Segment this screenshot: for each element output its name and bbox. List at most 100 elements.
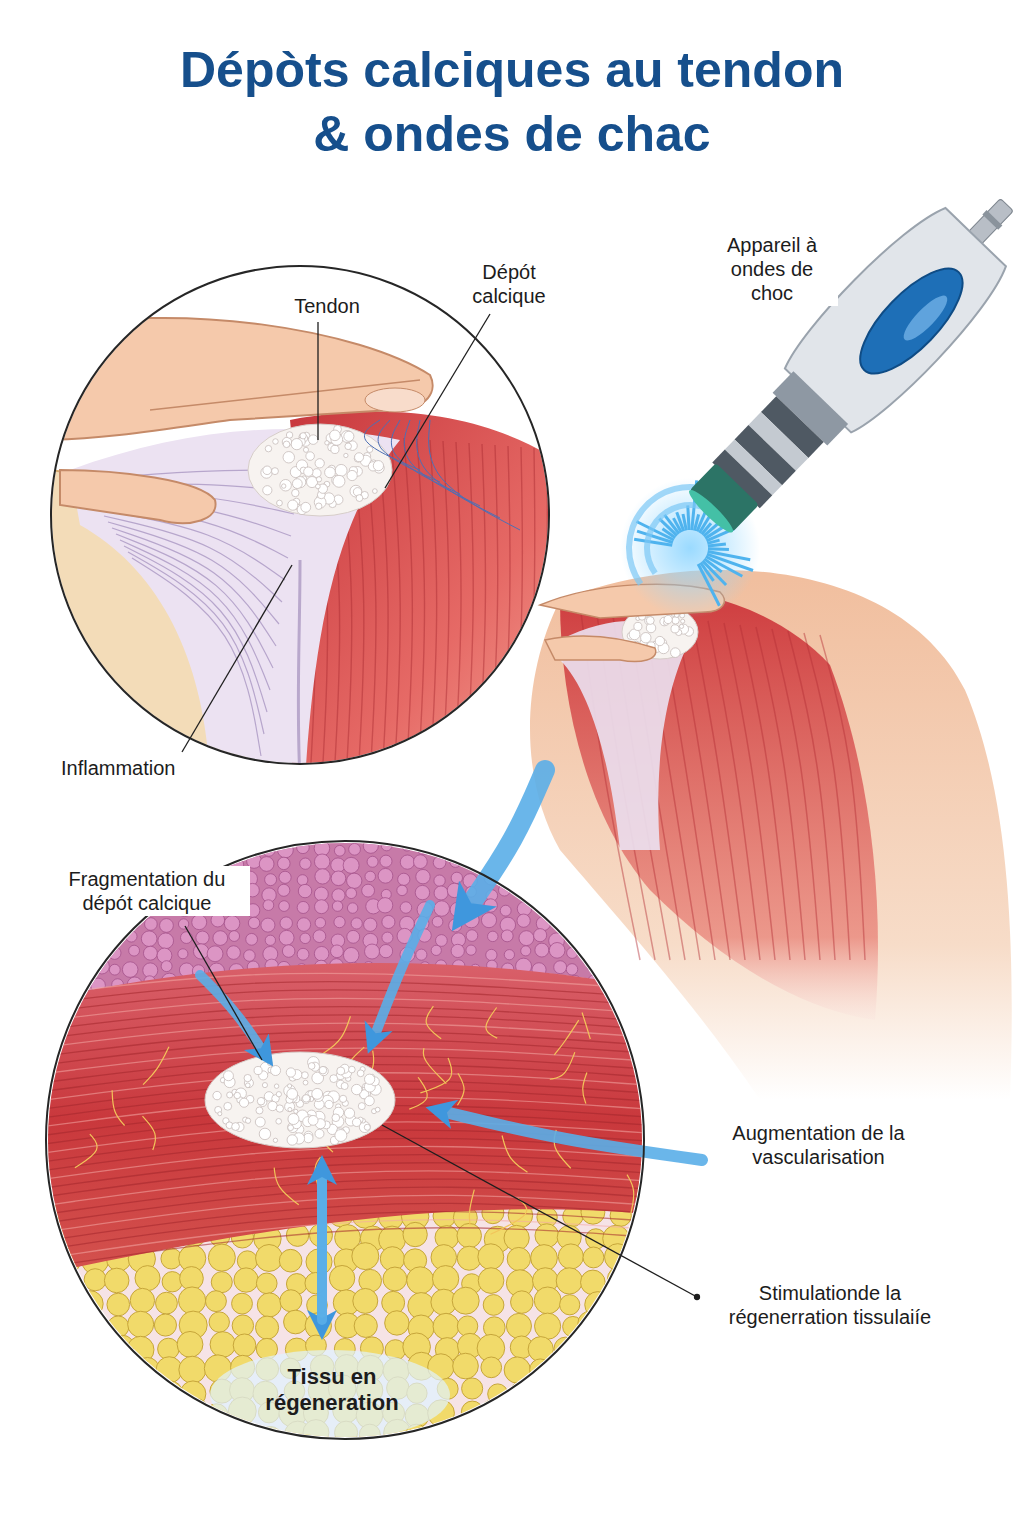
inset-bottom (502, 1135, 527, 1172)
inset-bottom (603, 898, 618, 913)
inset-top (265, 445, 271, 451)
shoulder-illustration (664, 615, 672, 623)
inset-bottom (466, 843, 479, 856)
inset-bottom (161, 961, 172, 972)
inset-bottom (224, 916, 239, 931)
inset-bottom (491, 1198, 527, 1234)
inset-top (128, 552, 264, 734)
shoulder-illustration (708, 547, 729, 551)
inset-bottom (528, 1337, 553, 1362)
inset-bottom (302, 1095, 310, 1103)
inset-bottom (343, 947, 359, 963)
inset-bottom (587, 1335, 607, 1355)
shockwave-device (898, 290, 953, 346)
inset-bottom (365, 944, 380, 959)
inset-bottom (609, 1358, 633, 1382)
inset-bottom (263, 900, 274, 911)
inset-bottom (31, 1271, 52, 1292)
inset-bottom (180, 1381, 206, 1407)
inset-bottom (566, 964, 577, 975)
inset-bottom (568, 903, 583, 918)
shoulder-illustration (820, 635, 865, 960)
inset-top (331, 445, 339, 453)
inset-bottom (549, 943, 565, 959)
inset-bottom (364, 1074, 374, 1084)
blue-arrows (445, 1112, 702, 1160)
inset-bottom (583, 1072, 587, 1103)
inset-top (120, 540, 270, 690)
inset-bottom (40, 1023, 660, 1048)
inset-bottom (208, 1244, 235, 1271)
inset-bottom (232, 1123, 240, 1131)
inset-bottom (504, 1357, 530, 1383)
inset-bottom (244, 950, 256, 962)
leader-lines (182, 565, 292, 752)
inset-bottom (227, 946, 241, 960)
shoulder-illustration (698, 564, 719, 606)
inset-bottom (301, 1072, 308, 1079)
inset-bottom (234, 1268, 258, 1292)
inset-bottom (556, 1423, 578, 1445)
inset-bottom (273, 1138, 277, 1142)
inset-bottom (621, 992, 633, 1004)
inset-bottom (436, 935, 448, 947)
inset-bottom (502, 873, 516, 887)
inset-bottom (77, 977, 90, 990)
inset-top (404, 420, 480, 506)
inset-bottom (193, 944, 208, 959)
inset-bottom (314, 946, 329, 961)
inset-bottom (319, 1066, 327, 1074)
inset-bottom (416, 839, 431, 854)
inset-bottom (331, 871, 346, 886)
inset-bottom (433, 856, 446, 869)
inset-top (345, 443, 352, 450)
inset-bottom (638, 975, 652, 989)
inset-top (502, 446, 510, 780)
inset-bottom (619, 946, 632, 959)
inset-bottom (205, 1052, 395, 1148)
inset-bottom (325, 1100, 333, 1108)
blue-arrows (375, 905, 430, 1035)
inset-top (344, 453, 348, 457)
inset-bottom (177, 1331, 203, 1357)
inset-bottom (256, 1316, 279, 1339)
inset-top (248, 424, 392, 516)
inset-top (325, 441, 329, 445)
inset-bottom (531, 1382, 553, 1404)
inset-bottom (61, 946, 73, 958)
inset-bottom (244, 1074, 251, 1081)
inset-bottom (265, 935, 275, 945)
inset-bottom (41, 991, 52, 1002)
inset-top (514, 447, 522, 780)
inset-bottom (60, 977, 74, 991)
inset-top (124, 546, 267, 712)
inset-bottom (452, 1287, 479, 1314)
inset-bottom (229, 931, 240, 942)
inset-top (248, 424, 392, 516)
inset-bottom (315, 900, 329, 914)
inset-bottom (413, 855, 427, 869)
inset-bottom (453, 1353, 479, 1379)
inset-bottom (620, 890, 632, 902)
inset-bottom (89, 840, 105, 856)
inset-bottom (303, 1080, 308, 1085)
inset-bottom (634, 1293, 658, 1317)
inset-bottom (538, 859, 549, 870)
inset-bottom (550, 1052, 575, 1079)
inset-bottom (560, 1295, 580, 1315)
inset-bottom (239, 1098, 248, 1107)
inset-bottom (319, 1067, 328, 1076)
inset-bottom (486, 949, 497, 960)
inset-bottom (654, 992, 668, 1006)
inset-bottom (501, 930, 513, 942)
inset-bottom (601, 839, 613, 851)
inset-bottom (567, 873, 578, 884)
blue-arrows (317, 1175, 327, 1320)
inset-bottom (499, 884, 511, 896)
inset-bottom (39, 929, 53, 943)
inset-bottom (122, 962, 138, 978)
inset-bottom (653, 945, 664, 956)
inset-top (550, 450, 560, 780)
inset-bottom (265, 874, 277, 886)
inset-bottom (337, 1067, 345, 1075)
